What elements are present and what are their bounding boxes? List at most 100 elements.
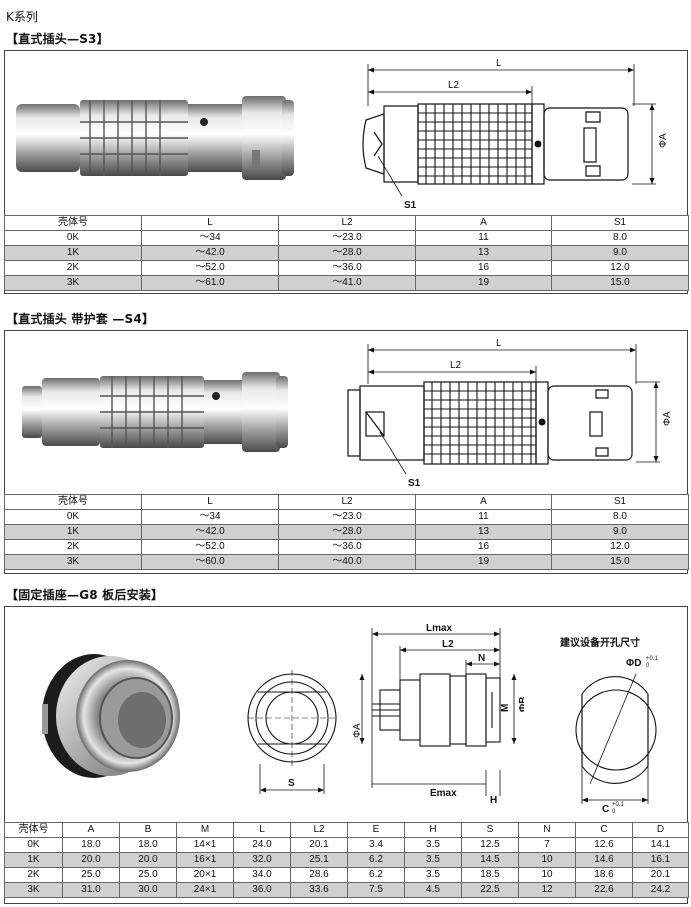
table-header-cell: A (62, 822, 120, 838)
table-cell: 36.0 (233, 882, 291, 898)
table-cell: ～60.0 (141, 554, 279, 570)
table-cell: 16 (415, 260, 552, 276)
table-cell: 16×1 (176, 852, 234, 868)
s4-dimension-drawing: L L2 ΦA S1 (340, 336, 686, 496)
g8-cutout-title: 建议设备开孔尺寸 (559, 636, 640, 649)
table-row: 0K ～34 ～23.0 11 8.0 (4, 509, 689, 525)
table-cell: 3.5 (404, 867, 462, 883)
s3-dim-l2-label: L2 (448, 80, 460, 91)
table-cell: 20.1 (290, 837, 348, 853)
table-cell: 24.0 (233, 837, 291, 853)
table-cell: ～61.0 (141, 275, 279, 291)
table-cell: 24.2 (632, 882, 689, 898)
table-cell: 16 (415, 539, 552, 555)
table-cell: 1K (4, 524, 142, 540)
table-cell: 3K (4, 882, 63, 898)
g8-dim-d-tol: +0.1 (646, 656, 659, 662)
g8-dim-s-label: S (288, 778, 295, 789)
table-row: 3K 31.0 30.0 24×1 36.0 33.6 7.5 4.5 22.5… (4, 882, 689, 898)
table-header-cell: E (347, 822, 405, 838)
g8-dim-c-tol2: 0 (612, 809, 616, 814)
table-cell: 0K (4, 230, 142, 246)
table-cell: 0K (4, 509, 142, 525)
table-header-cell: 壳体号 (4, 494, 142, 510)
g8-dim-n-label: N (478, 653, 485, 664)
s4-product-photo (20, 364, 292, 460)
g8-dim-d-label: ΦD (626, 658, 641, 669)
table-cell: 1K (4, 852, 63, 868)
table-cell: 3.4 (347, 837, 405, 853)
table-row: 1K 20.0 20.0 16×1 32.0 25.1 6.2 3.5 14.5… (4, 852, 689, 868)
g8-dim-d-tol2: 0 (646, 663, 650, 669)
table-cell: 2K (4, 867, 63, 883)
s4-dim-a-label: ΦA (662, 411, 673, 426)
table-cell: 13 (415, 524, 552, 540)
table-cell: 4.5 (404, 882, 462, 898)
table-row: 0K ～34 ～23.0 11 8.0 (4, 230, 689, 246)
table-cell: 31.0 (62, 882, 120, 898)
s4-dim-s1-label: S1 (408, 478, 421, 489)
table-header-cell: A (415, 215, 552, 231)
g8-side-view-drawing: Lmax L2 N ΦA ΦB Emax H M (350, 620, 524, 812)
table-cell: ～52.0 (141, 539, 279, 555)
table-cell: 25.1 (290, 852, 348, 868)
table-cell: ～34 (141, 230, 279, 246)
s4-spec-table: 壳体号 L L2 A S1 0K ～34 ～23.0 11 8.0 1K ～42… (4, 494, 689, 570)
table-header-row: 壳体号 L L2 A S1 (4, 494, 689, 510)
s3-dim-a-label: ΦA (658, 133, 669, 148)
table-cell: 22.5 (461, 882, 519, 898)
g8-front-view-drawing: S (240, 656, 350, 796)
table-cell: 19 (415, 275, 552, 291)
table-cell: 18.6 (575, 867, 633, 883)
table-cell: 13 (415, 245, 552, 261)
table-cell: ～36.0 (278, 260, 416, 276)
table-cell: ～23.0 (278, 230, 416, 246)
table-cell: 12.6 (575, 837, 633, 853)
table-cell: 12.0 (551, 539, 689, 555)
table-header-cell: S (461, 822, 519, 838)
table-header-cell: L2 (290, 822, 348, 838)
g8-dim-lmax-label: Lmax (426, 623, 453, 634)
table-cell: 18.0 (119, 837, 177, 853)
table-cell: 25.0 (62, 867, 120, 883)
page-title: K系列 (6, 10, 38, 24)
table-cell: 3K (4, 554, 142, 570)
table-row: 2K ～52.0 ～36.0 16 12.0 (4, 260, 689, 276)
table-cell: 14.6 (575, 852, 633, 868)
table-cell: 28.6 (290, 867, 348, 883)
table-header-cell: D (632, 822, 689, 838)
table-header-cell: M (176, 822, 234, 838)
table-cell: 32.0 (233, 852, 291, 868)
table-row: 1K ～42.0 ～28.0 13 9.0 (4, 245, 689, 261)
g8-dim-c-tol: +0.1 (612, 802, 625, 808)
s4-dim-l-label: L (496, 338, 502, 349)
s4-dim-l2-label: L2 (450, 360, 462, 371)
table-cell: 12.0 (551, 260, 689, 276)
table-cell: 11 (415, 230, 552, 246)
table-cell: ～28.0 (278, 524, 416, 540)
table-cell: 10 (518, 867, 576, 883)
table-cell: 14.1 (632, 837, 689, 853)
g8-dim-b-label: ΦB (518, 697, 524, 712)
table-cell: 1K (4, 245, 142, 261)
table-cell: ～52.0 (141, 260, 279, 276)
s3-dimension-drawing: L L2 ΦA S1 (356, 56, 686, 214)
table-header-cell: L2 (278, 494, 416, 510)
table-row: 2K ～52.0 ～36.0 16 12.0 (4, 539, 689, 555)
g8-spec-table: 壳体号 A B M L L2 E H S N C D 0K 18.0 18.0 … (4, 822, 689, 898)
table-cell: 9.0 (551, 524, 689, 540)
table-cell: ～42.0 (141, 245, 279, 261)
table-cell: 16.1 (632, 852, 689, 868)
table-cell: 7 (518, 837, 576, 853)
table-cell: 8.0 (551, 509, 689, 525)
g8-dim-a-label: ΦA (352, 723, 363, 738)
table-header-cell: L2 (278, 215, 416, 231)
table-cell: 9.0 (551, 245, 689, 261)
table-cell: 20.1 (632, 867, 689, 883)
table-row: 3K ～60.0 ～40.0 19 15.0 (4, 554, 689, 570)
table-cell: 7.5 (347, 882, 405, 898)
table-header-cell: N (518, 822, 576, 838)
table-header-cell: C (575, 822, 633, 838)
table-cell: 8.0 (551, 230, 689, 246)
table-header-cell: 壳体号 (4, 822, 63, 838)
